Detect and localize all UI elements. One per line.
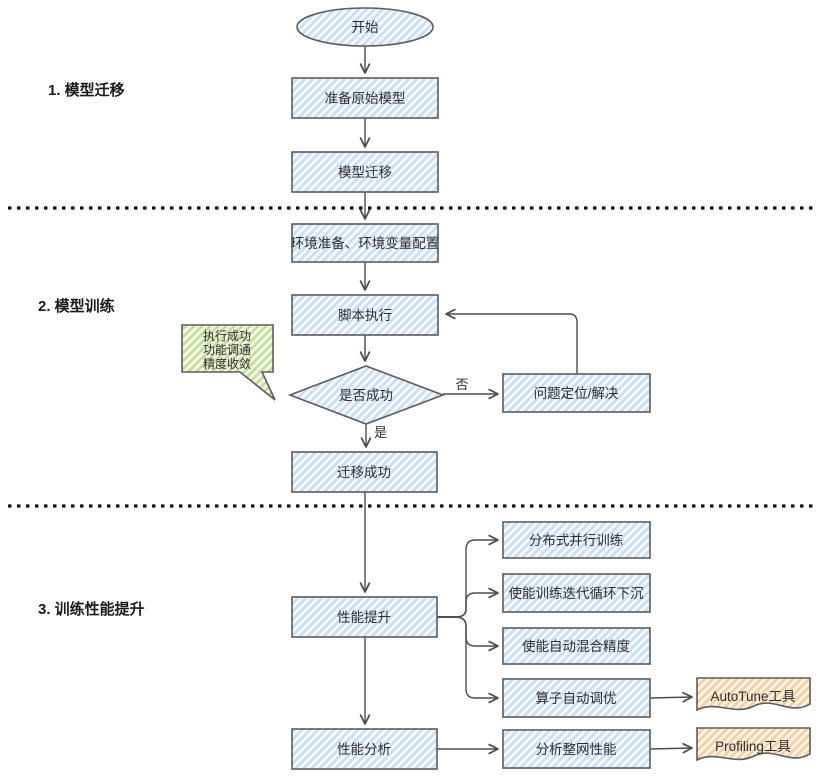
autotune-tool-label: AutoTune工具 xyxy=(710,689,795,704)
callout-note: 执行成功 功能调通 精度收敛 xyxy=(181,324,276,401)
node-problem-solving: 问题定位/解决 xyxy=(502,373,651,413)
node-iteration-sink: 使能训练迭代循环下沉 xyxy=(502,573,651,613)
model-migration-label: 模型迁移 xyxy=(338,165,392,180)
arrow-network-to-profiling-doc xyxy=(649,742,693,754)
distributed-training-label: 分布式并行训练 xyxy=(529,533,624,548)
start-label: 开始 xyxy=(352,20,379,35)
perf-analysis-box xyxy=(291,728,438,770)
arrow-perf-to-distributed xyxy=(437,534,499,618)
migration-success-box xyxy=(291,451,438,493)
problem-solving-label: 问题定位/解决 xyxy=(534,386,619,401)
perf-improve-label: 性能提升 xyxy=(337,610,391,625)
node-script-exec: 脚本执行 xyxy=(291,294,439,336)
op-auto-tune-label: 算子自动调优 xyxy=(536,691,617,706)
network-perf-box xyxy=(502,729,651,769)
op-auto-tune-box xyxy=(502,678,651,718)
perf-improve-box xyxy=(291,596,438,638)
network-perf-label: 分析整网性能 xyxy=(536,742,617,757)
arrow-perf-to-iteration-sink xyxy=(437,587,499,618)
arrow-perf-to-amp xyxy=(437,616,499,652)
doc-autotune-tool: AutoTune工具 xyxy=(696,677,811,712)
node-decision: 是否成功 xyxy=(287,365,446,425)
prepare-model-label: 准备原始模型 xyxy=(325,90,406,106)
env-setup-label: 环境准备、环境变量配置 xyxy=(291,235,440,251)
arrow-problem-loop-to-script xyxy=(445,308,578,374)
edge-label-no: 否 xyxy=(455,377,468,392)
callout-line-1: 执行成功 xyxy=(203,329,251,343)
decision-label: 是否成功 xyxy=(339,388,393,403)
node-prepare-model: 准备原始模型 xyxy=(291,77,439,119)
node-migration-success: 迁移成功 xyxy=(291,451,438,493)
iteration-sink-box xyxy=(502,573,651,613)
callout-line-3: 精度收敛 xyxy=(203,356,251,371)
callout-line-2: 功能调通 xyxy=(203,343,251,357)
distributed-training-box xyxy=(502,521,651,559)
migration-success-label: 迁移成功 xyxy=(337,465,391,480)
section-label-2: 2. 模型训练 xyxy=(38,297,115,315)
perf-analysis-label: 性能分析 xyxy=(337,742,391,757)
profiling-doc-shape xyxy=(696,727,811,762)
node-distributed-training: 分布式并行训练 xyxy=(502,521,651,559)
connectors xyxy=(359,46,693,755)
start-ellipse xyxy=(296,7,434,47)
auto-mixed-precision-label: 使能自动混合精度 xyxy=(522,638,630,654)
node-model-migration: 模型迁移 xyxy=(291,151,439,193)
profiling-tool-label: Profiling工具 xyxy=(715,739,791,754)
node-auto-mixed-precision: 使能自动混合精度 xyxy=(502,627,651,665)
prepare-model-box xyxy=(291,77,439,119)
auto-mixed-precision-box xyxy=(502,627,651,665)
node-start: 开始 xyxy=(296,7,434,47)
iteration-sink-label: 使能训练迭代循环下沉 xyxy=(509,585,644,601)
node-op-auto-tune: 算子自动调优 xyxy=(502,678,651,718)
arrow-perf-to-op-tune xyxy=(437,616,499,704)
callout-bubble xyxy=(181,324,276,401)
node-network-perf: 分析整网性能 xyxy=(502,729,651,769)
model-migration-box xyxy=(291,151,439,193)
section-label-3: 3. 训练性能提升 xyxy=(38,600,145,618)
doc-profiling-tool: Profiling工具 xyxy=(696,727,811,762)
edge-label-yes: 是 xyxy=(374,425,387,440)
node-perf-improve: 性能提升 xyxy=(291,596,438,638)
env-setup-box xyxy=(291,223,439,263)
script-exec-label: 脚本执行 xyxy=(338,308,392,323)
script-exec-box xyxy=(291,294,439,336)
decision-diamond xyxy=(287,365,446,425)
node-env-setup: 环境准备、环境变量配置 xyxy=(291,223,440,263)
arrow-op-tune-to-autotune-doc xyxy=(649,691,693,703)
autotune-doc-shape xyxy=(696,677,811,712)
section-label-1: 1. 模型迁移 xyxy=(48,81,125,99)
problem-solving-box xyxy=(502,373,651,413)
node-perf-analysis: 性能分析 xyxy=(291,728,438,770)
